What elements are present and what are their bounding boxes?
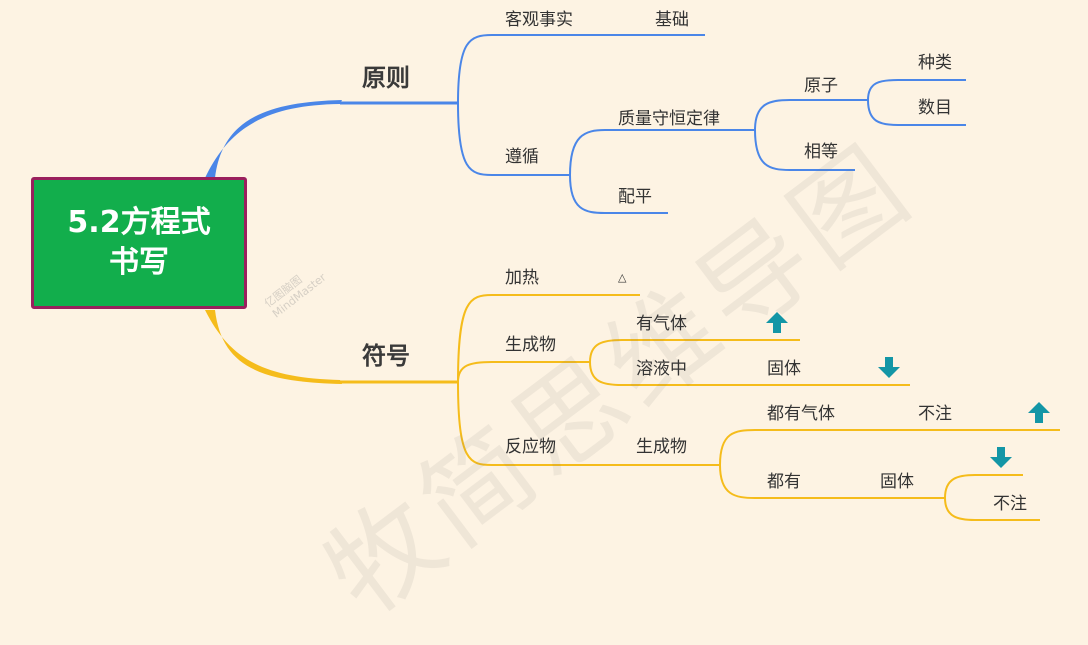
- topic-not-noted-gas[interactable]: 不注: [918, 404, 952, 424]
- topic-heating[interactable]: 加热: [505, 268, 539, 288]
- connector-kind: [867, 79, 966, 101]
- topic-objective-fact[interactable]: 客观事实: [505, 10, 573, 30]
- root-topic[interactable]: 5.2方程式 书写: [31, 177, 247, 309]
- topic-in-solution[interactable]: 溶液中: [636, 359, 687, 379]
- topic-solid[interactable]: 固体: [767, 359, 801, 379]
- connector-objective: [457, 34, 705, 104]
- topic-principle[interactable]: 原则: [362, 64, 410, 92]
- connector-not-noted: [944, 497, 1040, 521]
- topic-equal[interactable]: 相等: [804, 142, 838, 162]
- connector-follow: [457, 102, 570, 176]
- connector-conservation: [569, 129, 755, 176]
- arrow-up-icon: [766, 312, 788, 333]
- arrow-up-icon: [1028, 402, 1050, 423]
- topic-foundation[interactable]: 基础: [655, 10, 689, 30]
- topic-all-have-solid[interactable]: 固体: [880, 472, 914, 492]
- arrow-down-icon: [990, 447, 1012, 468]
- connector-root-principle: [205, 100, 342, 178]
- topic-heating-sign[interactable]: △: [618, 271, 627, 284]
- arrow-down-icon: [878, 357, 900, 378]
- connector-gas: [589, 339, 800, 363]
- connector-number: [867, 99, 966, 126]
- connector-heating: [457, 294, 640, 383]
- connector-atom: [754, 99, 868, 131]
- topic-balance[interactable]: 配平: [618, 187, 652, 207]
- connector-all-gas: [719, 429, 1060, 466]
- topic-follow[interactable]: 遵循: [505, 147, 539, 167]
- topic-number[interactable]: 数目: [918, 98, 952, 118]
- connector-arrow-leaf: [944, 474, 1023, 499]
- connector-equal: [754, 129, 855, 171]
- topic-has-gas[interactable]: 有气体: [636, 314, 687, 334]
- connector-balance: [569, 174, 668, 214]
- mind-map-connectors: [205, 34, 1060, 521]
- root-topic-line1: 5.2方程式: [67, 205, 211, 240]
- topic-not-noted-solid[interactable]: 不注: [993, 494, 1027, 514]
- topic-reactant[interactable]: 反应物: [505, 437, 556, 457]
- connector-root-symbol: [205, 310, 342, 384]
- topic-kind[interactable]: 种类: [918, 53, 952, 73]
- topic-reactant-product[interactable]: 生成物: [636, 437, 687, 457]
- topic-conservation-law[interactable]: 质量守恒定律: [618, 109, 720, 129]
- root-topic-line2: 书写: [109, 245, 169, 280]
- topic-atom[interactable]: 原子: [804, 76, 838, 96]
- topic-symbol[interactable]: 符号: [362, 342, 410, 370]
- topic-all-have[interactable]: 都有: [767, 472, 801, 492]
- connector-solution: [589, 361, 910, 386]
- connector-all-have: [719, 464, 945, 499]
- topic-all-have-gas[interactable]: 都有气体: [767, 404, 835, 424]
- connector-product: [457, 361, 590, 383]
- connector-reactant: [457, 381, 720, 466]
- topic-product[interactable]: 生成物: [505, 335, 556, 355]
